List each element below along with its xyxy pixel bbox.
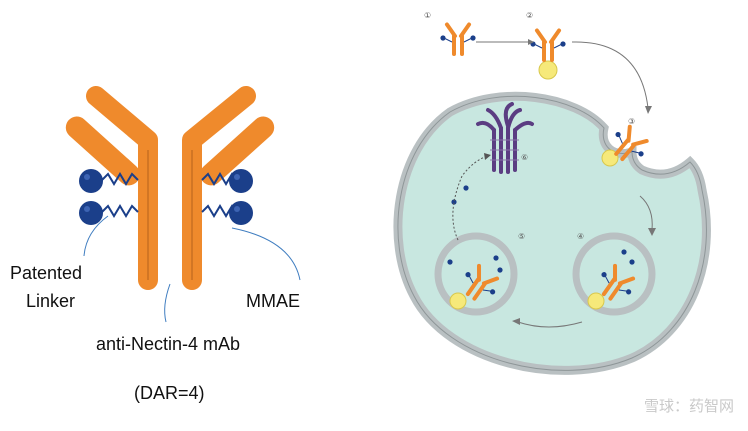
step-label-2: ② — [526, 11, 533, 20]
adc-step2 — [529, 27, 567, 63]
antibody-left-heavy-chain — [86, 86, 158, 290]
linker-callout-line — [83, 215, 109, 257]
arrow-step2-to-3 — [571, 41, 649, 109]
nectin4-receptor-step3 — [601, 149, 619, 167]
released-mmae-3 — [629, 259, 635, 265]
step-label-4: ④ — [577, 232, 584, 241]
mmae-label: MMAE — [246, 291, 300, 311]
patented-linker-label-line1: Patented — [10, 263, 83, 283]
cytosol-mmae-1 — [451, 199, 457, 205]
cell-membrane — [393, 91, 711, 375]
patented-linker-label-line2: Linker — [26, 291, 76, 311]
arrow-step4-to-5 — [517, 321, 583, 328]
nectin4-receptor-step5 — [449, 292, 467, 310]
linker-left-bottom — [101, 204, 139, 218]
cytosol-mmae-3 — [447, 259, 453, 265]
nectin4-receptor-surface — [538, 60, 558, 80]
linker-left-top — [101, 172, 139, 186]
arrow-step5-to-6 — [452, 155, 489, 241]
arrow-step3-to-4 — [639, 195, 653, 231]
mmae-payload-left-top — [79, 169, 103, 193]
step-label-5: ⑤ — [518, 232, 525, 241]
mmae-payload-right-top — [229, 169, 253, 193]
nectin4-receptor-step4 — [587, 292, 605, 310]
antibody-right-arm — [200, 116, 275, 186]
antibody-left-arm — [65, 116, 140, 186]
mmae-payload-right-bottom — [229, 201, 253, 225]
watermark: 雪球：药智网 — [643, 397, 734, 415]
endosome-step5 — [434, 232, 518, 316]
cytosol-mmae-2 — [463, 185, 469, 191]
adc-structure — [65, 86, 301, 323]
adc-step1 — [439, 21, 477, 57]
mmae-callout-line — [231, 227, 301, 281]
released-mmae-4 — [621, 249, 627, 255]
released-mmae-1 — [493, 255, 499, 261]
mechanism-panel: ① ② ③ ④ ⑤ ⑥ — [393, 11, 711, 375]
dar-label: (DAR=4) — [134, 383, 205, 403]
step-label-6: ⑥ — [521, 153, 528, 162]
step-label-1: ① — [424, 11, 431, 20]
mmae-payload-left-bottom — [79, 201, 103, 225]
released-mmae-2 — [497, 267, 503, 273]
mab-callout-line — [164, 283, 171, 323]
antibody-label: anti-Nectin-4 mAb — [96, 334, 241, 354]
step-label-3: ③ — [628, 117, 635, 126]
